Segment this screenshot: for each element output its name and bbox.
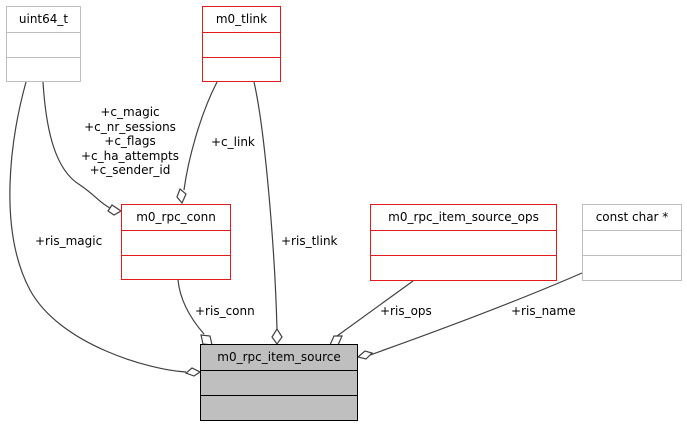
edge-ris-name bbox=[369, 272, 583, 356]
methods-section bbox=[7, 57, 80, 82]
edge-label-c-link: +c_link bbox=[211, 135, 255, 149]
class-m0-rpc-item-source-ops[interactable]: m0_rpc_item_source_ops bbox=[370, 204, 557, 281]
class-uint64-t[interactable]: uint64_t bbox=[6, 6, 81, 82]
class-name: uint64_t bbox=[18, 12, 69, 26]
edge-ris-tlink bbox=[253, 81, 278, 331]
class-name: m0_rpc_conn bbox=[136, 210, 216, 224]
class-m0-tlink[interactable]: m0_tlink bbox=[202, 6, 281, 82]
edge-label-conn-fields: +c_magic +c_nr_sessions +c_flags +c_ha_a… bbox=[70, 105, 190, 178]
methods-section bbox=[122, 255, 230, 280]
methods-section bbox=[203, 57, 280, 82]
methods-section bbox=[201, 395, 357, 420]
edge-ris-ops bbox=[336, 280, 414, 337]
edge-ris-magic bbox=[9, 81, 187, 373]
diamond-ris-magic bbox=[184, 367, 202, 377]
class-m0-rpc-item-source[interactable]: m0_rpc_item_source bbox=[200, 344, 358, 421]
methods-section bbox=[371, 255, 556, 280]
attributes-section bbox=[203, 32, 280, 57]
field-label: +c_ha_attempts bbox=[80, 148, 180, 163]
field-label: +c_nr_sessions bbox=[84, 119, 176, 134]
diamond-c-link bbox=[176, 187, 187, 205]
field-label: +c_magic bbox=[100, 105, 160, 119]
class-name: m0_tlink bbox=[215, 12, 268, 26]
edge-ris-conn bbox=[177, 279, 205, 335]
field-label: +c_sender_id bbox=[89, 163, 171, 177]
diamond-conn-fields bbox=[107, 204, 123, 216]
edge-label-ris-ops: +ris_ops bbox=[380, 304, 432, 318]
edge-label-ris-name: +ris_name bbox=[511, 304, 576, 318]
diamond-ris-tlink bbox=[271, 327, 283, 346]
class-name: m0_rpc_item_source_ops bbox=[388, 210, 539, 224]
edge-label-ris-tlink: +ris_tlink bbox=[281, 234, 338, 248]
edge-conn-fields bbox=[42, 81, 111, 209]
attributes-section bbox=[122, 230, 230, 255]
diamond-ris-name bbox=[356, 350, 374, 360]
edge-c-link bbox=[183, 81, 218, 191]
edge-label-ris-magic: +ris_magic bbox=[35, 234, 103, 248]
edge-label-ris-conn: +ris_conn bbox=[195, 304, 255, 318]
attributes-section bbox=[583, 230, 681, 255]
class-const-char-ptr[interactable]: const char * bbox=[582, 204, 682, 281]
field-label: +c_flags bbox=[104, 134, 156, 148]
attributes-section bbox=[371, 230, 556, 255]
attributes-section bbox=[7, 32, 80, 57]
attributes-section bbox=[201, 370, 357, 395]
class-m0-rpc-conn[interactable]: m0_rpc_conn bbox=[121, 204, 231, 280]
methods-section bbox=[583, 255, 681, 280]
class-name: m0_rpc_item_source bbox=[217, 350, 341, 364]
class-name: const char * bbox=[595, 210, 669, 224]
